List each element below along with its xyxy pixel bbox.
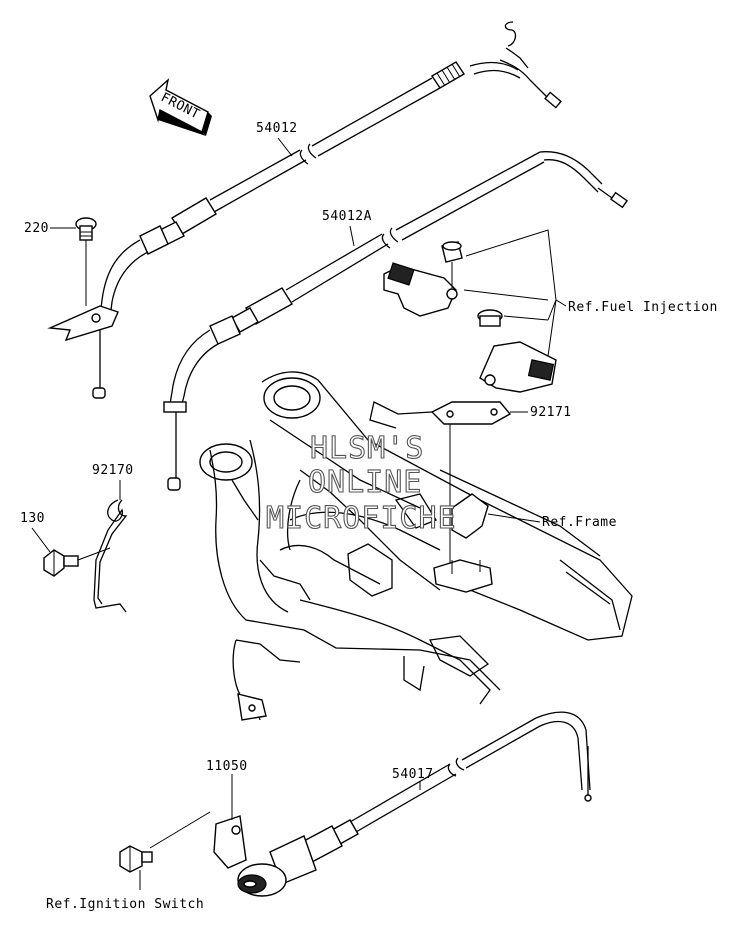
bolt-130 bbox=[43, 547, 111, 577]
throttle-cable-54012 bbox=[47, 21, 562, 399]
throttle-sensor-lower bbox=[477, 309, 557, 393]
bracket-11050 bbox=[149, 774, 247, 869]
label-54012: 54012 bbox=[256, 121, 298, 136]
fuel-injection-leaders bbox=[463, 229, 567, 357]
label-ref-frame: Ref.Frame bbox=[542, 515, 617, 530]
screw-220 bbox=[75, 217, 97, 306]
label-220: 220 bbox=[24, 221, 49, 236]
choke-cable-54017 bbox=[237, 711, 592, 897]
label-ref-fuel-injection: Ref.Fuel Injection bbox=[568, 300, 718, 315]
watermark-line3: MICROFICHE bbox=[266, 501, 457, 536]
frame bbox=[199, 371, 633, 721]
label-54012A: 54012A bbox=[322, 209, 372, 224]
label-92170: 92170 bbox=[92, 463, 134, 478]
label-130: 130 bbox=[20, 511, 45, 526]
throttle-cable-54012A bbox=[163, 151, 629, 491]
label-92171: 92171 bbox=[530, 405, 572, 420]
bracket-92170 bbox=[93, 480, 128, 613]
watermark-line1: HLSM'S bbox=[310, 431, 424, 466]
label-ref-ignition-switch: Ref.Ignition Switch bbox=[46, 897, 204, 912]
watermark: HLSM'S ONLINE MICROFICHE bbox=[265, 430, 457, 536]
front-arrow-icon: FRONT bbox=[149, 78, 212, 136]
bracket-92171 bbox=[369, 401, 528, 566]
bolt-ignition bbox=[119, 845, 153, 873]
watermark-line2: ONLINE bbox=[308, 465, 422, 500]
label-54017: 54017 bbox=[392, 767, 434, 782]
throttle-sensor-upper bbox=[383, 241, 463, 317]
label-11050: 11050 bbox=[206, 759, 248, 774]
